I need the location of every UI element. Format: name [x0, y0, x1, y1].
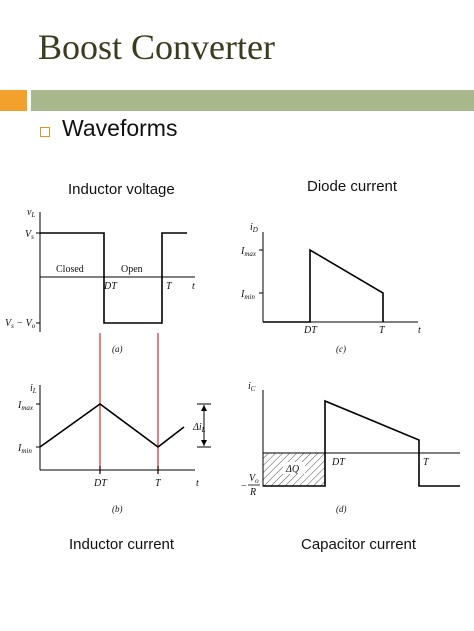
- caption-inductor-voltage: Inductor voltage: [68, 181, 175, 198]
- panel-c-imax-label: Imax: [240, 246, 257, 258]
- panel-d-r-label: R: [249, 487, 256, 498]
- panel-c-y-label: iD: [250, 222, 258, 234]
- panel-b-waveform: [39, 403, 185, 449]
- panel-a-waveform: [40, 232, 187, 324]
- panel-b-tag: (b): [112, 504, 123, 514]
- panel-a-t-label: T: [166, 281, 173, 292]
- panel-a-vs-label: Vs: [25, 229, 34, 241]
- caption-inductor-current: Inductor current: [69, 536, 175, 553]
- panel-b: ΔiL iL Imax Imin DT T t (b): [17, 383, 211, 514]
- panel-a: vL Vs Vs − Vo Closed Open DT T t (a): [5, 207, 195, 354]
- panel-b-delta-label: ΔiL: [192, 422, 206, 434]
- panel-d-minus: −: [241, 481, 247, 492]
- panel-a-open-label: Open: [121, 264, 143, 275]
- bullet-waveforms: Waveforms: [62, 115, 178, 141]
- accent-bar-green: [31, 90, 474, 111]
- panel-c-dt-label: DT: [303, 325, 318, 336]
- panel-d: ΔQ iC − Vo R DT T (d): [241, 381, 460, 514]
- panel-d-waveform: [263, 399, 460, 487]
- panel-d-tag: (d): [336, 504, 347, 514]
- panel-a-t-axis-label: t: [192, 281, 195, 292]
- panel-b-y-label: iL: [30, 383, 37, 395]
- panel-b-delta-arrowhead-down: [201, 440, 207, 446]
- caption-capacitor-current: Capacitor current: [301, 536, 417, 553]
- panel-c-t-axis-label: t: [418, 325, 421, 336]
- bullet-square-icon: [40, 127, 50, 137]
- panel-d-y-label: iC: [248, 381, 256, 393]
- panel-a-closed-label: Closed: [56, 264, 84, 275]
- panel-b-dt-label: DT: [93, 478, 108, 489]
- panel-a-vsvo-label: Vs − Vo: [5, 318, 36, 330]
- panel-b-t-axis-label: t: [196, 478, 199, 489]
- panel-d-vo-label: Vo: [249, 473, 259, 485]
- panel-d-dt-label: DT: [331, 457, 346, 468]
- panel-b-t-label: T: [155, 478, 162, 489]
- panel-d-t-label: T: [423, 457, 430, 468]
- panel-c-waveform: [263, 248, 384, 323]
- panel-a-y-label: vL: [27, 207, 35, 219]
- panel-a-tag: (a): [112, 344, 123, 354]
- panel-c-tag: (c): [336, 344, 346, 354]
- panel-d-dq-label: ΔQ: [285, 464, 300, 475]
- caption-diode-current: Diode current: [307, 178, 398, 195]
- panel-c-t-label: T: [379, 325, 386, 336]
- accent-bar-orange: [0, 90, 27, 111]
- panel-b-imax-label: Imax: [17, 400, 34, 412]
- panel-b-imin-label: Imin: [17, 443, 32, 455]
- panel-d-dq-backdrop: [283, 462, 305, 474]
- panel-c-imin-label: Imin: [240, 289, 255, 301]
- slide-title: Boost Converter: [38, 27, 275, 67]
- panel-a-dt-label: DT: [103, 281, 118, 292]
- panel-c: iD Imax Imin DT T t (c): [240, 222, 421, 354]
- panel-b-delta-arrowhead-up: [201, 405, 207, 411]
